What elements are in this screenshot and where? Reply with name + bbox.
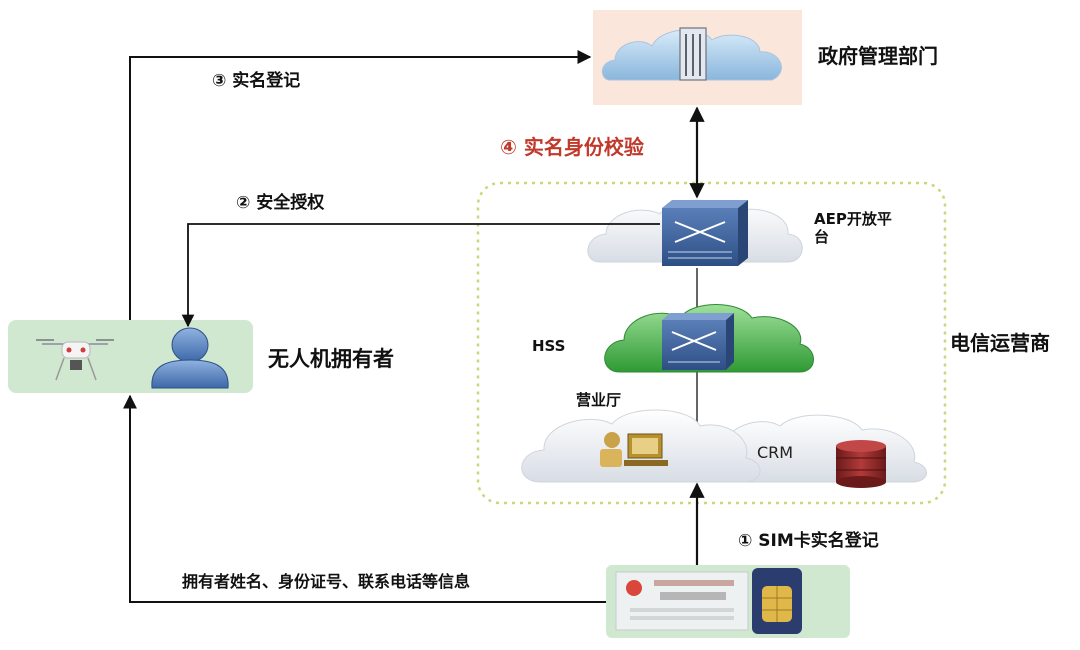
aep-label-line2: 台	[814, 228, 830, 246]
aep-label: AEP开放平 台	[814, 210, 892, 246]
person-icon	[151, 327, 229, 389]
owner-info-arrow	[123, 394, 606, 603]
aep-switch-icon	[662, 200, 748, 266]
business-hall-label: 营业厅	[576, 391, 622, 409]
id-card-icon	[615, 571, 749, 631]
database-icon	[836, 440, 886, 488]
step2-label: ② 安全授权	[236, 193, 325, 213]
operator-label: 电信运营商	[950, 331, 1050, 355]
clerk-computer-icon	[600, 432, 668, 467]
government-label: 政府管理部门	[818, 44, 938, 68]
hss-label: HSS	[532, 337, 566, 355]
step3-label: ③ 实名登记	[212, 71, 301, 91]
server-icon	[679, 27, 707, 81]
step4-label: ④ 实名身份校验	[500, 135, 644, 159]
owner-info-label: 拥有者姓名、身份证号、联系电话等信息	[182, 572, 471, 591]
owner-label: 无人机拥有者	[268, 347, 394, 371]
aep-label-line1: AEP开放平	[814, 210, 892, 228]
sim-card-icon	[752, 568, 802, 634]
hss-switch-icon	[662, 313, 734, 370]
crm-label: CRM	[757, 443, 794, 462]
step3-arrow	[129, 50, 592, 320]
step1-label: ① SIM卡实名登记	[738, 531, 879, 551]
step2-arrow	[181, 223, 660, 328]
drone-icon	[36, 339, 114, 381]
